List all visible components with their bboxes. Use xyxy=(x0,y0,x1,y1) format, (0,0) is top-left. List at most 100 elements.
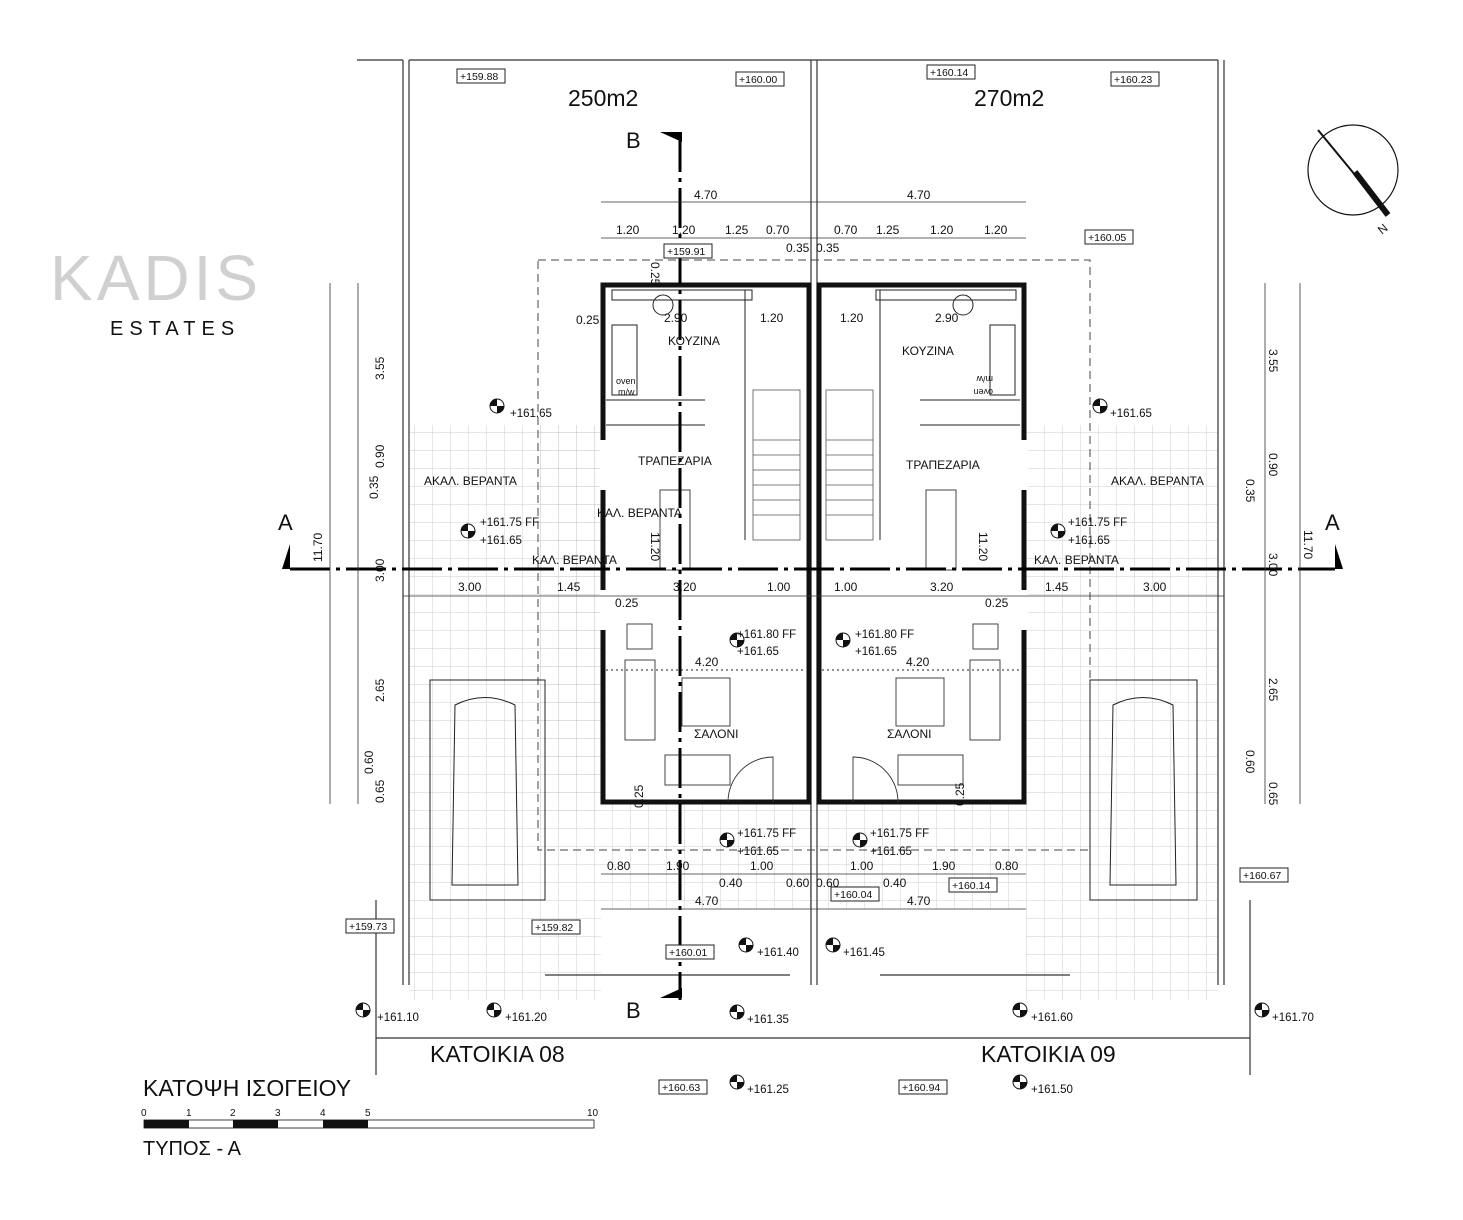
level-marker-icon xyxy=(835,632,851,648)
dimension-text: 11.20 xyxy=(648,532,662,561)
dimension-text: 2.65 xyxy=(373,678,387,702)
spot-level-text: +161.60 xyxy=(1031,1012,1073,1024)
dimension-text: 1.00 xyxy=(834,580,858,594)
unit-08-label: ΚΑΤΟΙΚΙΑ 08 xyxy=(430,1041,565,1067)
spot-level-text: +161.65 xyxy=(480,535,522,547)
spot-levels: +161.65+161.65+161.75 FF+161.65+161.75 F… xyxy=(355,398,1314,1096)
boxed-level-text: +159.88 xyxy=(460,71,498,83)
spot-level-text: +161.65 xyxy=(737,646,779,658)
room-living-right: ΣΑΛΟΝΙ xyxy=(887,727,932,741)
level-marker-icon xyxy=(852,832,868,848)
level-marker-icon xyxy=(719,832,735,848)
room-open-veranda-right: ΑΚΑΛ. ΒΕΡΑΝΤΑ xyxy=(1111,474,1204,488)
room-dining-left: ΤΡΑΠΕΖΑΡΙΑ xyxy=(638,454,712,468)
room-living-left: ΣΑΛΟΝΙ xyxy=(694,727,739,741)
dimension-text: 2.90 xyxy=(935,311,959,325)
level-marker-icon xyxy=(825,937,841,953)
scale-tick-label: 3 xyxy=(275,1108,281,1119)
spot-level-text: +161.40 xyxy=(757,947,799,959)
north-compass: N xyxy=(1307,124,1399,237)
boxed-level-text: +160.23 xyxy=(1114,74,1152,86)
dimension-text: 0.60 xyxy=(786,876,810,890)
level-marker-icon xyxy=(729,1074,745,1090)
room-open-veranda-left: ΑΚΑΛ. ΒΕΡΑΝΤΑ xyxy=(424,474,517,488)
dimension-lines xyxy=(329,201,1301,910)
level-marker-icon xyxy=(355,1002,371,1018)
house-08 xyxy=(599,282,812,805)
spot-level-text: +161.80 FF xyxy=(855,629,914,641)
room-covered-veranda-2: ΚΑΛ. ΒΕΡΑΝΤΑ xyxy=(532,553,617,567)
boxed-level-text: +159.73 xyxy=(349,921,387,933)
boxed-level-text: +160.04 xyxy=(834,889,872,901)
spot-level-text: +161.20 xyxy=(505,1012,547,1024)
unit-09-label: ΚΑΤΟΙΚΙΑ 09 xyxy=(981,1041,1116,1067)
spot-level-text: +161.45 xyxy=(843,947,885,959)
dimension-text: 0.60 xyxy=(362,750,376,774)
spot-level-text: +161.65 xyxy=(737,846,779,858)
spot-level-text: +161.65 xyxy=(870,846,912,858)
spot-level-text: +161.75 FF xyxy=(870,828,929,840)
spot-level-text: +161.10 xyxy=(377,1012,419,1024)
dimension-text: 1.20 xyxy=(840,311,864,325)
dimension-text: 0.25 xyxy=(576,313,600,327)
boxed-level-text: +159.91 xyxy=(667,246,705,258)
paving xyxy=(409,425,1218,1000)
dimension-text: 0.35 xyxy=(786,241,810,255)
area-left: 250m2 xyxy=(568,85,638,111)
dimension-text: 4.70 xyxy=(695,894,719,908)
dimension-text: 0.80 xyxy=(995,859,1019,873)
level-marker-icon xyxy=(1050,523,1066,539)
mw-left: m/w xyxy=(618,387,635,397)
level-marker-icon xyxy=(729,632,745,648)
dimension-text: 0.25 xyxy=(632,784,646,808)
level-box xyxy=(948,877,998,893)
watermark-brand: KADIS xyxy=(50,242,262,314)
spot-level-text: +161.25 xyxy=(747,1084,789,1096)
dimension-text: 1.90 xyxy=(666,859,690,873)
level-marker-icon xyxy=(1092,398,1108,414)
spot-level-text: +161.65 xyxy=(510,408,552,420)
drawing-title: ΚΑΤΟΨΗ ΙΣΟΓΕΙΟΥ xyxy=(143,1075,351,1101)
dimension-text: 3.20 xyxy=(930,580,954,594)
dimension-text: 0.60 xyxy=(816,876,840,890)
dimension-text: 11.70 xyxy=(1301,530,1315,559)
dimension-text: 1.25 xyxy=(725,223,749,237)
spot-level-text: +161.80 FF xyxy=(737,629,796,641)
boxed-level-text: +160.01 xyxy=(669,947,707,959)
dimension-text: 0.40 xyxy=(719,876,743,890)
level-marker-icon xyxy=(1254,1002,1270,1018)
dimension-text: 0.60 xyxy=(1243,750,1257,774)
oven-left: oven xyxy=(616,376,636,386)
level-box xyxy=(345,918,395,934)
dimension-text: 0.25 xyxy=(648,262,662,286)
drawing-type: ΤΥΠΟΣ - Α xyxy=(143,1138,242,1160)
dimension-text: 0.35 xyxy=(816,241,840,255)
boxed-level-text: +160.14 xyxy=(952,880,990,892)
dimension-text: 2.65 xyxy=(1266,678,1280,702)
roof-outline xyxy=(537,259,1091,851)
house-09 xyxy=(816,282,1028,805)
dimension-text: 3.00 xyxy=(458,580,482,594)
scale-bar xyxy=(143,1119,595,1129)
dimension-text: 11.20 xyxy=(976,532,990,561)
dimension-text: 0.35 xyxy=(1243,479,1257,503)
level-marker-icon xyxy=(1012,1074,1028,1090)
dimension-text: 1.20 xyxy=(930,223,954,237)
dimension-text: 1.25 xyxy=(876,223,900,237)
boxed-level-text: +160.05 xyxy=(1088,232,1126,244)
dimension-text: 3.00 xyxy=(1266,553,1280,577)
room-covered-veranda-3: ΚΑΛ. ΒΕΡΑΝΤΑ xyxy=(1034,553,1119,567)
dimension-text: 1.45 xyxy=(1045,580,1069,594)
section-a-right: A xyxy=(1325,510,1340,535)
dimension-text: 1.20 xyxy=(616,223,640,237)
spot-level-text: +161.35 xyxy=(747,1014,789,1026)
section-arrow-b-top xyxy=(660,132,682,142)
spot-level-text: +161.50 xyxy=(1031,1084,1073,1096)
boxed-level-text: +160.67 xyxy=(1243,870,1281,882)
level-box xyxy=(1110,71,1160,87)
boxed-level-text: +160.00 xyxy=(739,74,777,86)
scale-tick-label: 0 xyxy=(141,1108,147,1119)
